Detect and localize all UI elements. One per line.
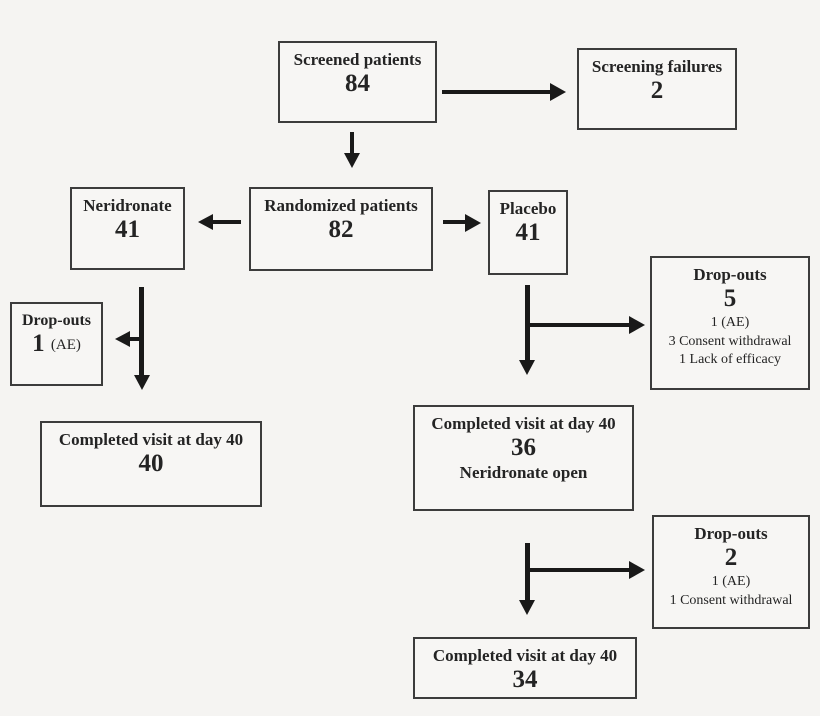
arrowhead-right-icon (550, 83, 566, 101)
box-title: Neridronate (83, 196, 172, 215)
box-placebo-arm: Placebo 41 (488, 190, 568, 275)
box-neridronate-arm: Neridronate 41 (70, 187, 185, 270)
box-value: 36 (511, 434, 536, 462)
box-value: 1 (32, 330, 45, 358)
box-title: Completed visit at day 40 (58, 430, 244, 449)
box-title: Drop-outs (694, 524, 768, 543)
box-completed-placebo: Completed visit at day 40 36 Neridronate… (413, 405, 634, 511)
box-screened-patients: Screened patients 84 (278, 41, 437, 123)
arrowhead-right-icon (629, 316, 645, 334)
arrow-randomized-to-neridronate (212, 220, 241, 224)
box-title: Drop-outs (21, 312, 92, 329)
arrowhead-left-icon (198, 214, 213, 230)
box-title: Screening failures (591, 57, 723, 76)
box-title: Placebo (499, 199, 557, 218)
box-value: 5 (723, 285, 737, 313)
arrow-branch-to-dropouts-neridronate (129, 337, 144, 341)
box-value: 2 (724, 544, 738, 572)
dropout-detail: 1 Consent withdrawal (669, 592, 793, 608)
arrow-screened-to-failures (442, 90, 550, 94)
dropout-detail: 1 Lack of efficacy (679, 352, 781, 368)
arrow-branch-to-dropouts-placebo-second (528, 568, 630, 572)
box-dropouts-neridronate: Drop-outs 1 (AE) (10, 302, 103, 386)
box-title: Completed visit at day 40 (431, 414, 616, 433)
box-value: 41 (115, 216, 140, 244)
box-value: 82 (328, 216, 354, 244)
arrowhead-right-icon (465, 214, 481, 232)
arrowhead-down-icon (344, 153, 360, 168)
box-title: Randomized patients (264, 196, 418, 215)
arrow-placebo-to-completed (525, 285, 530, 361)
arrow-neridronate-to-completed (139, 287, 144, 375)
box-value-line: 1 (AE) (12, 330, 101, 359)
arrow-branch-to-dropouts-placebo-first (528, 323, 630, 327)
box-title: Drop-outs (693, 265, 767, 284)
box-dropouts-placebo-second: Drop-outs 2 1 (AE) 1 Consent withdrawal (652, 515, 810, 629)
arrow-screened-to-randomized (350, 132, 354, 154)
arrowhead-left-icon (115, 331, 130, 347)
arrowhead-down-icon (134, 375, 150, 390)
arrow-completed-placebo-to-open (525, 543, 530, 601)
arrowhead-right-icon (629, 561, 645, 579)
box-value: 2 (650, 77, 664, 105)
box-title: Screened patients (293, 50, 422, 69)
box-value-note: (AE) (50, 337, 81, 354)
dropout-detail: 1 (AE) (710, 315, 750, 331)
box-value: 40 (138, 450, 164, 478)
box-screening-failures: Screening failures 2 (577, 48, 737, 130)
dropout-detail: 3 Consent withdrawal (668, 333, 792, 349)
box-dropouts-placebo-first: Drop-outs 5 1 (AE) 3 Consent withdrawal … (650, 256, 810, 390)
box-completed-open-phase: Completed visit at day 40 34 (413, 637, 637, 699)
box-subtitle: Neridronate open (459, 463, 588, 483)
box-title: Completed visit at day 40 (432, 646, 618, 665)
arrowhead-down-icon (519, 360, 535, 375)
arrow-randomized-to-placebo (443, 220, 466, 224)
box-value: 34 (512, 666, 538, 694)
dropout-detail: 1 (AE) (711, 574, 751, 590)
box-randomized-patients: Randomized patients 82 (249, 187, 433, 271)
box-completed-neridronate: Completed visit at day 40 40 (40, 421, 262, 507)
arrowhead-down-icon (519, 600, 535, 615)
box-value: 84 (345, 70, 370, 98)
box-value: 41 (515, 219, 541, 247)
